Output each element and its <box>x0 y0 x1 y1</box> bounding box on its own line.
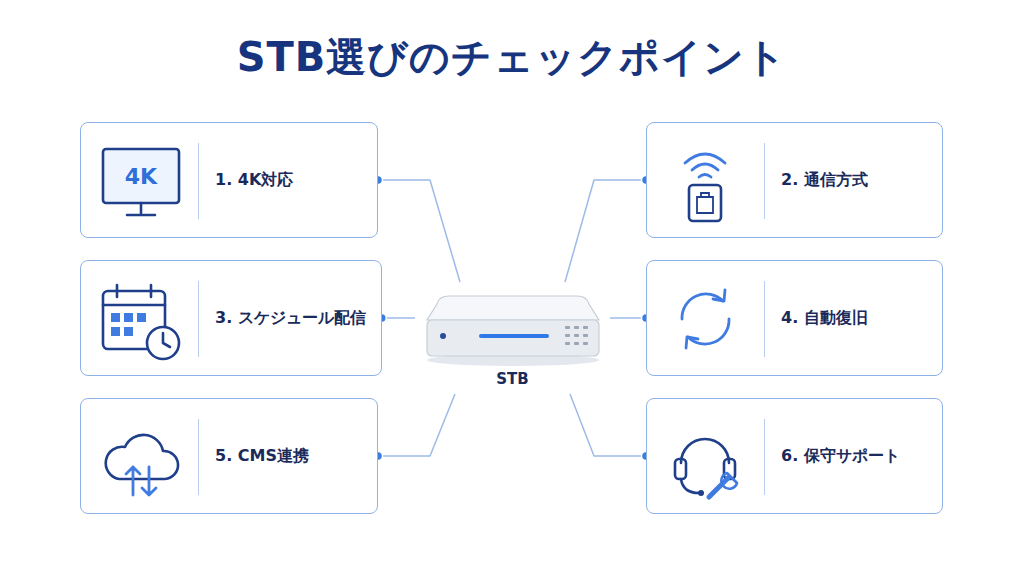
connector-line <box>378 180 460 282</box>
cloud-icon <box>81 399 199 515</box>
connector-line <box>378 394 455 456</box>
checkpoint-box: 5. CMS連携 <box>80 398 378 514</box>
checkpoint-box: 4. 自動復旧 <box>646 260 943 376</box>
sync-icon <box>647 261 765 377</box>
connector-line <box>565 180 646 282</box>
device-label: STB <box>415 370 610 388</box>
stb-illustration <box>415 282 610 366</box>
divider-line <box>198 281 199 357</box>
divider-line <box>764 419 765 495</box>
checkpoint-label: 5. CMS連携 <box>215 446 309 467</box>
divider-line <box>764 143 765 219</box>
checkpoint-label: 1. 4K対応 <box>215 170 293 191</box>
checkpoint-label: 6. 保守サポート <box>781 446 900 467</box>
wifi-icon <box>647 123 765 239</box>
divider-line <box>198 143 199 219</box>
checkpoint-label: 4. 自動復旧 <box>781 308 868 329</box>
checkpoint-box: 3. スケジュール配信 <box>80 260 382 376</box>
diagram-title: STB選びのチェックポイント <box>0 30 1024 85</box>
checkpoint-box: 6. 保守サポート <box>646 398 943 514</box>
checkpoint-label: 2. 通信方式 <box>781 170 868 191</box>
icon-text: 4K <box>105 151 177 201</box>
divider-line <box>198 419 199 495</box>
cal-icon <box>81 261 199 377</box>
connector-line <box>570 394 646 456</box>
divider-line <box>764 281 765 357</box>
stb-device: STB <box>415 282 610 394</box>
checkpoint-label: 3. スケジュール配信 <box>215 308 366 329</box>
checkpoint-box: 4K 1. 4K対応 <box>80 122 378 238</box>
headset-icon <box>647 399 765 515</box>
connector-line <box>610 317 646 319</box>
checkpoint-box: 2. 通信方式 <box>646 122 943 238</box>
